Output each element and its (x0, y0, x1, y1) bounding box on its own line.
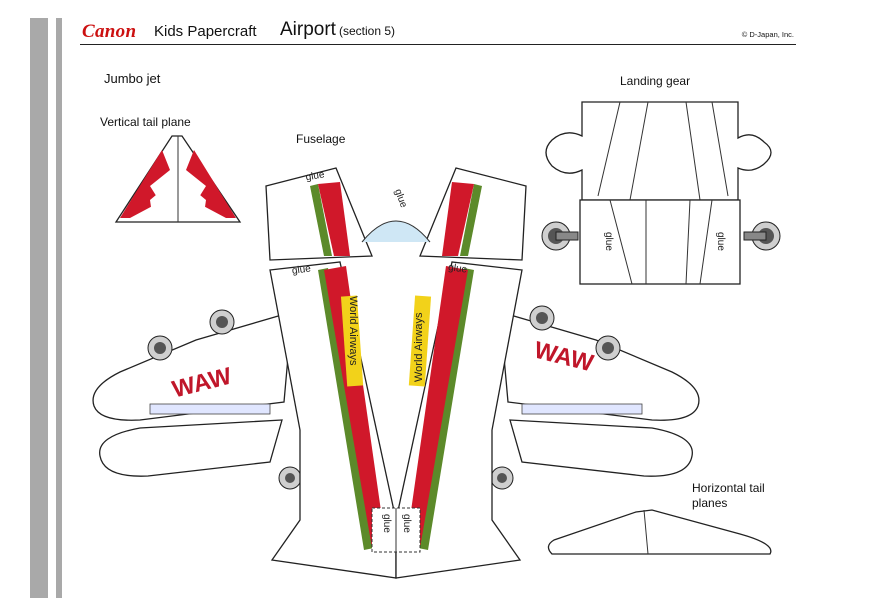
landing-gear-part: glue glue (541, 101, 781, 285)
glue-label: glue (447, 262, 468, 276)
horizontal-tail-part (547, 509, 772, 555)
engine-icon (147, 335, 173, 361)
glue-label: glue (401, 514, 412, 533)
wheel-icon (490, 466, 514, 490)
fuselage-part: WAW WAW World Airways World Airways (92, 167, 700, 579)
glue-label: glue (603, 232, 614, 251)
airline-name: World Airways (413, 312, 425, 382)
copyright-notice: © D-Japan, Inc. (741, 30, 794, 39)
brand-logo: Canon (82, 21, 137, 42)
landing-gear-label: Landing gear (620, 74, 691, 88)
glue-label: glue (305, 169, 326, 183)
model-label: Jumbo jet (104, 71, 161, 86)
engine-icon (209, 309, 235, 335)
engine-icon (595, 335, 621, 361)
engine-icon (529, 305, 555, 331)
fuselage-label: Fuselage (296, 132, 346, 146)
glue-label: glue (381, 514, 392, 533)
page-title: Airport(section 5) (280, 19, 395, 41)
glue-label: glue (715, 232, 726, 251)
page-header: Canon Kids Papercraft Airport(section 5)… (80, 18, 796, 45)
wheel-icon (743, 221, 781, 251)
glue-label: glue (392, 188, 409, 210)
vertical-tail-part (114, 135, 242, 223)
page-subtitle: (section 5) (338, 24, 395, 38)
glue-label: glue (291, 263, 312, 277)
horizontal-tail-label: Horizontal tail planes (692, 481, 765, 510)
airline-name: World Airways (347, 296, 359, 366)
wheel-icon (278, 466, 302, 490)
product-name: Kids Papercraft (154, 23, 257, 40)
binding-bar (30, 18, 48, 598)
wheel-icon (541, 221, 579, 251)
vertical-tail-label: Vertical tail plane (100, 115, 191, 129)
binding-bar-thin (56, 18, 62, 598)
page-title-text: Airport (280, 19, 336, 40)
